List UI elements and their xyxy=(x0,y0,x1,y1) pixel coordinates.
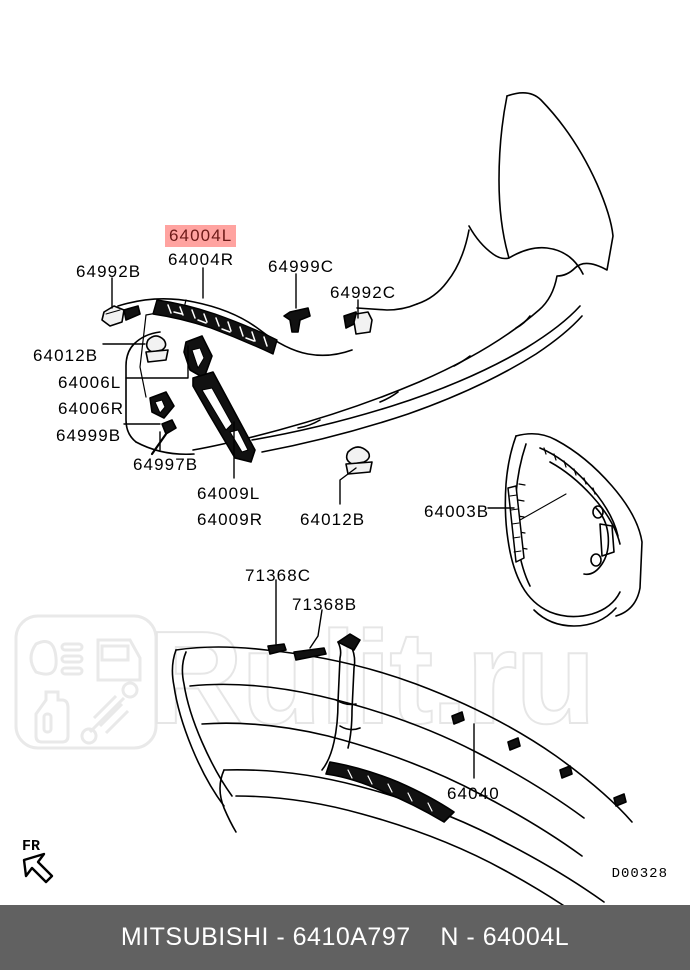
bracket-64009-lower xyxy=(192,371,256,463)
body-contour-line xyxy=(117,298,353,456)
watermark-logo xyxy=(12,612,160,752)
label-64006L[interactable]: 64006L xyxy=(58,373,122,392)
label-64999B[interactable]: 64999B xyxy=(56,426,122,445)
orientation-label: FR xyxy=(22,838,41,855)
rear-quarter-panel-outline xyxy=(192,92,614,451)
watermark-text: Rulit.ru xyxy=(147,604,597,751)
oil-bottle-icon xyxy=(34,690,70,744)
fastener-64999C xyxy=(283,307,311,333)
rear-bumper-cover-64040 xyxy=(171,633,633,905)
drawing-code: D00328 xyxy=(611,866,668,882)
label-64004L[interactable]: 64004L xyxy=(165,225,237,247)
label-64006R[interactable]: 64006R xyxy=(58,399,125,418)
label-64012B-bottom[interactable]: 64012B xyxy=(300,510,366,529)
label-64012B-top[interactable]: 64012B xyxy=(33,346,99,365)
leader-lines xyxy=(102,267,515,779)
diagram-canvas xyxy=(101,92,643,905)
car-door-icon xyxy=(96,638,142,682)
label-64003B[interactable]: 64003B xyxy=(424,502,490,521)
label-71368B[interactable]: 71368B xyxy=(292,595,358,614)
label-64009L[interactable]: 64009L xyxy=(197,484,261,503)
fr-arrow-icon xyxy=(18,840,78,895)
rear-bumper-lower-band-upper-view xyxy=(251,305,583,453)
label-64004R[interactable]: 64004R xyxy=(168,250,235,269)
label-64999C[interactable]: 64999C xyxy=(268,257,335,276)
headlight-icon xyxy=(29,640,84,676)
energy-absorber-bar-64004 xyxy=(152,299,278,355)
label-64997B[interactable]: 64997B xyxy=(133,455,199,474)
shock-absorber-icon xyxy=(80,681,139,745)
label-64040[interactable]: 64040 xyxy=(447,784,500,803)
bumper-corner-detail-view xyxy=(504,432,643,627)
fastener-64992C xyxy=(343,311,373,335)
fastener-64012B-bottom xyxy=(345,446,373,475)
fastener-64999B xyxy=(150,419,177,456)
label-64992C[interactable]: 64992C xyxy=(330,283,397,302)
label-64009R[interactable]: 64009R xyxy=(197,510,264,529)
bracket-64009-upper xyxy=(183,335,213,379)
bracket-clip-64006 xyxy=(149,391,175,419)
fastener-64012B-top xyxy=(145,335,169,363)
clip-71368B xyxy=(293,647,327,661)
label-71368C[interactable]: 71368C xyxy=(245,566,312,585)
label-64992B[interactable]: 64992B xyxy=(76,262,142,281)
clip-71368C xyxy=(267,643,287,655)
footer-bar: MITSUBISHI - 6410A797 N - 64004L xyxy=(0,905,690,970)
fastener-64992B xyxy=(101,305,141,327)
footer-text: MITSUBISHI - 6410A797 N - 64004L xyxy=(120,923,570,951)
